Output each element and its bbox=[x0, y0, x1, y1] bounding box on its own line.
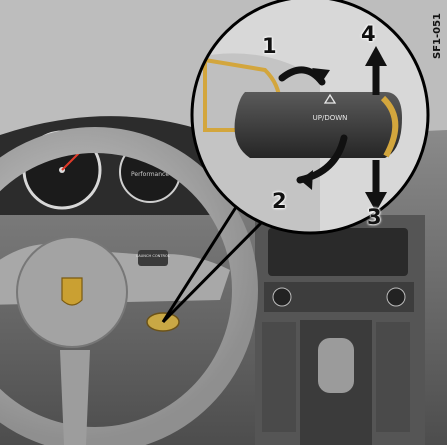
callout-3: 3 bbox=[367, 207, 382, 228]
lever-label: UP/DOWN bbox=[313, 114, 348, 122]
center-console bbox=[255, 215, 425, 445]
callout-1: 1 bbox=[262, 36, 277, 57]
porsche-crest-icon bbox=[62, 278, 82, 305]
callout-2: 2 bbox=[272, 191, 287, 212]
launch-control-label: LAUNCH CONTROL bbox=[136, 254, 170, 258]
launch-control-button bbox=[138, 250, 168, 266]
steering-column-lever bbox=[235, 92, 402, 158]
callout-4: 4 bbox=[361, 24, 376, 45]
figure-code: SF1-051 bbox=[432, 6, 444, 66]
tachometer-label: Performance bbox=[131, 171, 169, 178]
